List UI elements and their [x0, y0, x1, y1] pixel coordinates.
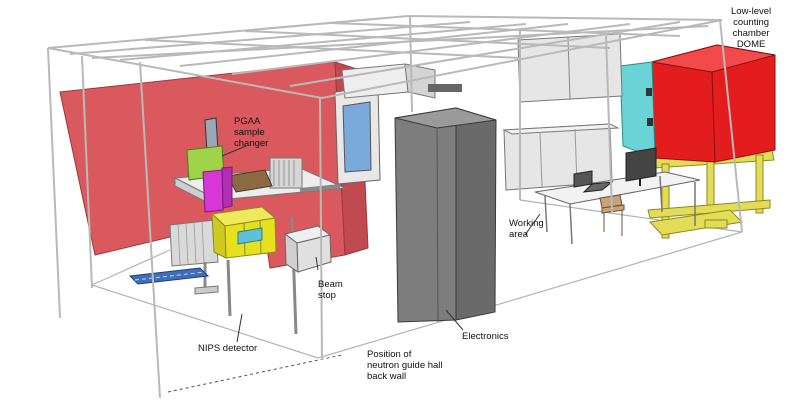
leader-lines	[221, 145, 541, 343]
dome-chamber	[619, 44, 776, 163]
back-wall-label: Position of neutron guide hall back wall	[367, 349, 443, 382]
pgaa-label-line: PGAA	[234, 116, 261, 127]
beam-rail	[128, 267, 210, 285]
nips-label-line: NIPS detector	[198, 343, 258, 354]
pgaa-label-line: changer	[234, 138, 269, 149]
back-wall-label-line: neutron guide hall	[367, 360, 443, 371]
beam-stop-label-line: Beam	[318, 279, 343, 290]
electronics-label: Electronics	[462, 331, 508, 342]
laptop	[573, 170, 614, 193]
back-wall-dashed-line	[167, 354, 343, 393]
dome-label-line: counting	[733, 17, 770, 28]
dome-label-line: Low-level	[731, 6, 772, 17]
computer-monitor	[625, 147, 657, 186]
beam-stop-label-line: stop	[318, 290, 336, 301]
pgaa-label-line: sample	[234, 127, 265, 138]
electronics-cabinet	[394, 107, 497, 323]
working-table	[534, 171, 701, 245]
back-wall-label-line: back wall	[367, 371, 407, 382]
beam-stop	[283, 225, 332, 273]
pgaa-label: PGAA sample changer	[234, 116, 268, 149]
counter-drawers	[502, 123, 620, 191]
nips-label: NIPS detector	[198, 343, 257, 354]
working-area-label: Working area	[509, 218, 544, 240]
dome-label-line: DOME	[736, 39, 766, 50]
dome-label: Low-level counting chamber DOME	[731, 6, 771, 50]
working-area-label-line: area	[509, 229, 529, 240]
pgaa-sample-changer	[186, 117, 233, 213]
dome-support	[647, 149, 775, 239]
ceiling-unit	[341, 63, 462, 99]
wall-cabinets	[517, 33, 623, 103]
dome-label-line: chamber	[732, 28, 770, 39]
beam-stop-label: Beam stop	[318, 279, 343, 301]
electronics-label-line: Electronics	[462, 331, 509, 342]
working-area-label-line: Working	[509, 218, 544, 229]
floor-outline	[91, 199, 743, 359]
frame-structure	[47, 14, 743, 399]
back-wall-label-line: Position of	[367, 349, 412, 360]
wall-window-box	[334, 85, 381, 185]
